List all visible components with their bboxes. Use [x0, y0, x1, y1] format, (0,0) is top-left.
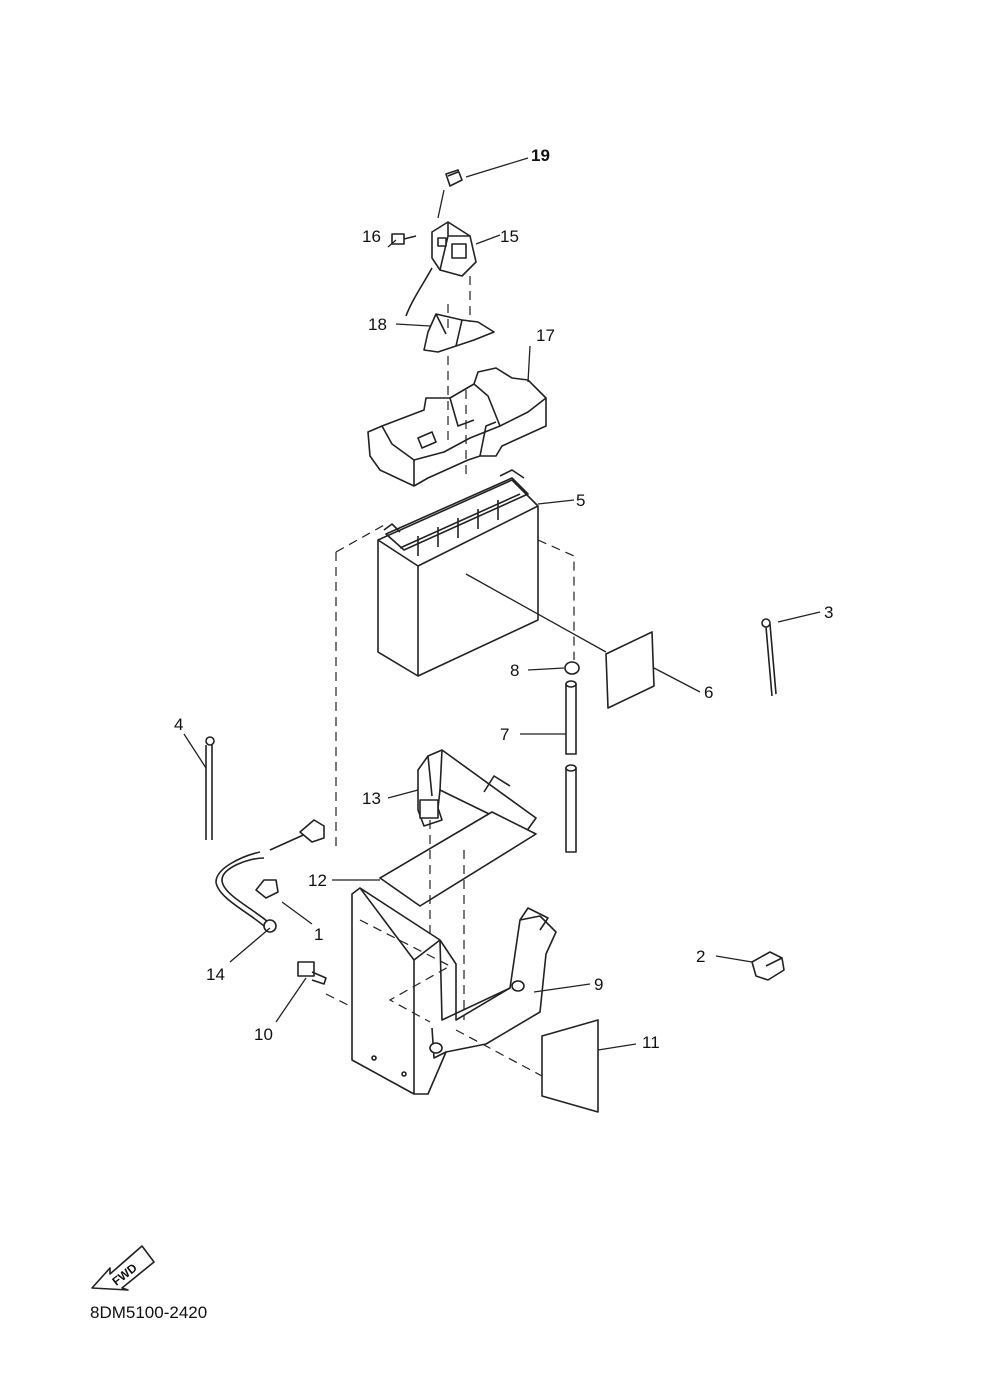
- callout-9: 9: [594, 975, 603, 994]
- callout-4: 4: [174, 715, 183, 734]
- drawing-code: 8DM5100-2420: [90, 1303, 207, 1322]
- part-10-bolt: [297, 961, 327, 985]
- callout-18: 18: [368, 315, 387, 334]
- callout-3: 3: [824, 603, 833, 622]
- part-15-starter-relay: [405, 221, 477, 317]
- fwd-direction-arrow: FWD: [91, 1245, 155, 1291]
- part-16-bolt: [391, 233, 417, 245]
- part-18-relay-bracket: [423, 313, 495, 353]
- part-12-battery-sheet: [379, 811, 537, 907]
- callout-7: 7: [500, 725, 509, 744]
- callout-17: 17: [536, 326, 555, 345]
- callout-15: 15: [500, 227, 519, 246]
- part-11-label: [541, 1019, 599, 1113]
- callout-12: 12: [308, 871, 327, 890]
- part-8-clamp: [564, 661, 580, 675]
- part-17-battery-cover: [367, 367, 547, 487]
- part-7-breather-pipe: [565, 680, 577, 853]
- callout-5: 5: [576, 491, 585, 510]
- callout-leader-lines: [183, 157, 821, 1051]
- callout-6: 6: [704, 683, 713, 702]
- part-19-fuse: [445, 169, 463, 187]
- part-1-clip: [255, 879, 279, 899]
- part-13-battery-band: [417, 749, 537, 833]
- callout-labels: 19 15 16 18 17 5 3 6 8 7 4 13 12 1 14 2 …: [174, 146, 833, 1052]
- part-5-battery: [377, 469, 539, 677]
- part-4-cable-tie: [205, 736, 215, 840]
- part-9-battery-box: [351, 887, 557, 1095]
- part-14-negative-lead: [215, 819, 325, 933]
- part-2-clamp: [751, 951, 785, 981]
- callout-11: 11: [642, 1033, 660, 1052]
- callout-1: 1: [314, 925, 323, 944]
- callout-16: 16: [362, 227, 381, 246]
- assembly-dashed-lines: [325, 276, 575, 1077]
- callout-10: 10: [254, 1025, 273, 1044]
- callout-19: 19: [531, 146, 550, 165]
- callout-8: 8: [510, 661, 519, 680]
- callout-13: 13: [362, 789, 381, 808]
- part-6-warning-label: [605, 631, 655, 709]
- callout-2: 2: [696, 947, 705, 966]
- callout-14: 14: [206, 965, 225, 984]
- part-3-cable-tie: [761, 618, 777, 697]
